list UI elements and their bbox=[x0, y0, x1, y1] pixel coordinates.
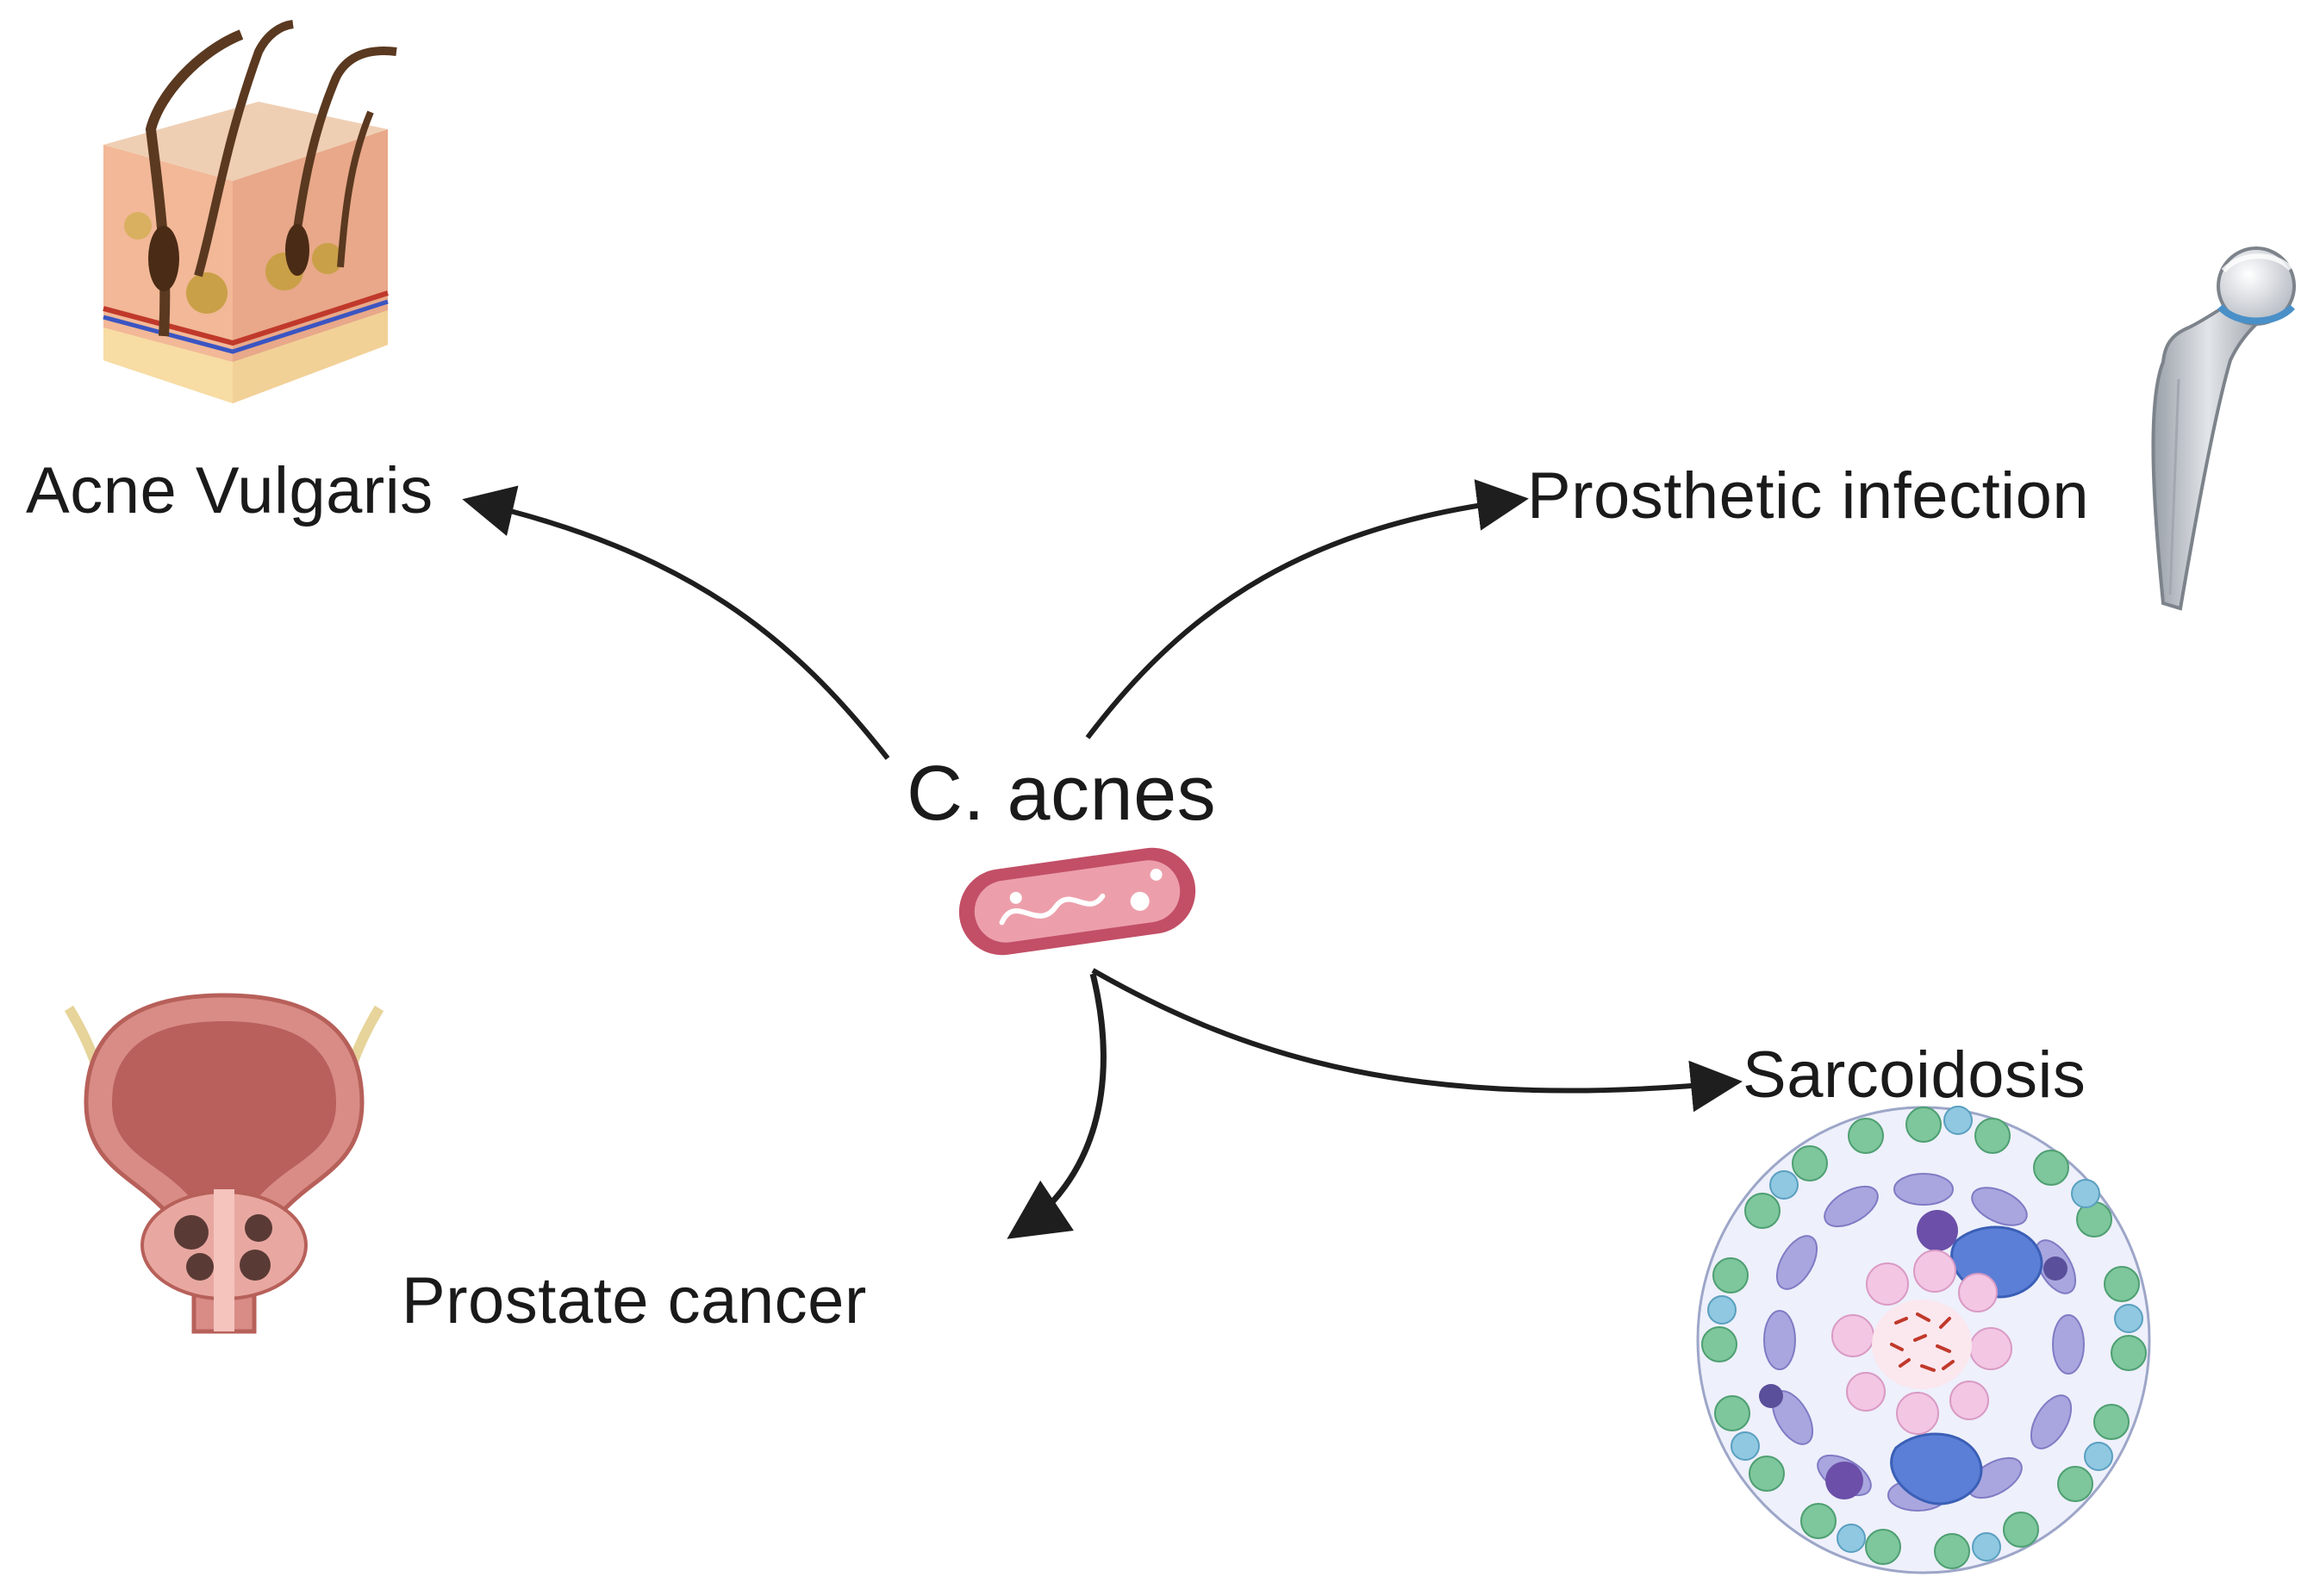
center-node-label: C. acnes bbox=[907, 751, 1217, 837]
node-label-acne-vulgaris: Acne Vulgaris bbox=[26, 454, 433, 527]
arrow-to-prostate bbox=[1007, 973, 1107, 1239]
node-label-sarcoidosis: Sarcoidosis bbox=[1743, 1038, 2086, 1112]
skin-cross-section-icon bbox=[103, 20, 397, 403]
prostate-icon bbox=[64, 993, 384, 1334]
arrow-to-acne bbox=[462, 485, 890, 760]
arrow-to-sarcoidosis bbox=[1091, 968, 1743, 1113]
granuloma-icon bbox=[1696, 1106, 2151, 1574]
node-label-prostate-cancer: Prostate cancer bbox=[402, 1264, 867, 1337]
bacterium-icon bbox=[958, 847, 1196, 956]
arrow-to-prosthetic bbox=[1085, 479, 1529, 739]
node-label-prosthetic-infection: Prosthetic infection bbox=[1527, 459, 2090, 533]
hip-prosthesis-icon bbox=[2151, 246, 2296, 611]
